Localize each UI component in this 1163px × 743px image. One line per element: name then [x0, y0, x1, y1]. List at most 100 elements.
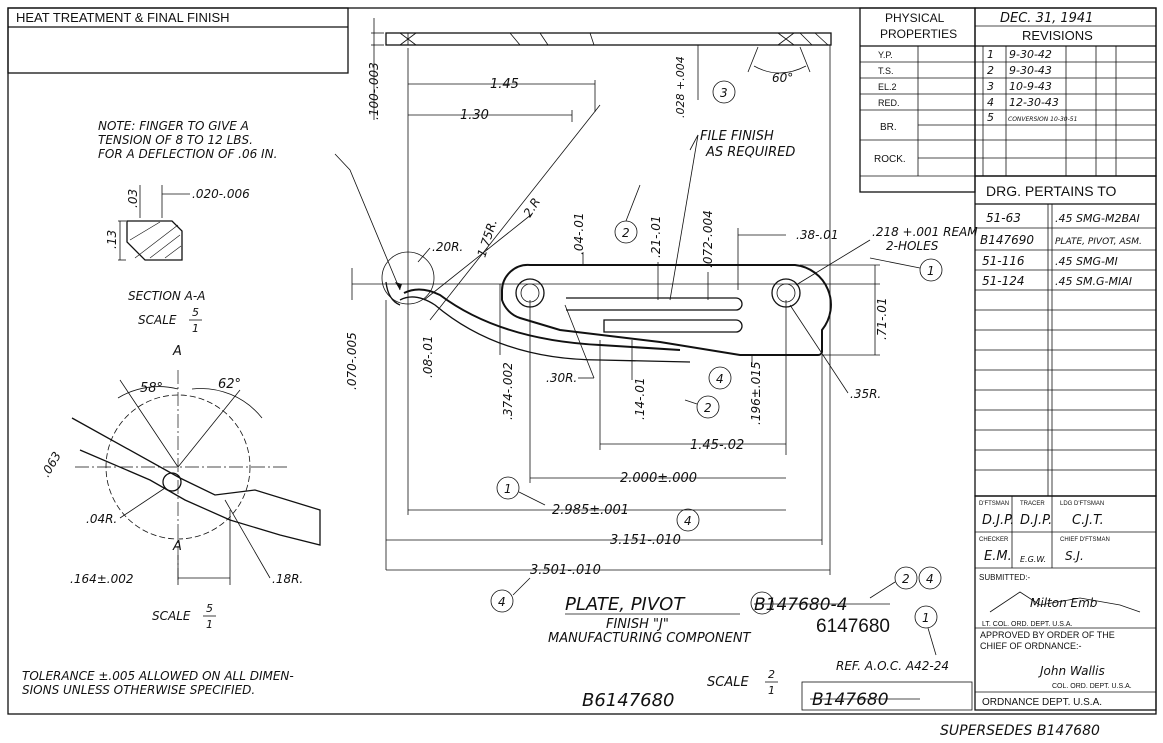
sig-submitted-label: SUBMITTED:- [979, 573, 1030, 582]
radius-2: 2.R [521, 195, 543, 219]
callout-circle [496, 476, 520, 500]
sig-tracer-label: TRACER [1020, 501, 1045, 507]
drg-3: 51-116 [982, 254, 1025, 268]
part-name: PLATE, PIVOT [565, 594, 686, 615]
top-view-hole-mark [399, 32, 417, 46]
drg-table: DRG. PERTAINS TO 51-63 .45 SMG-M2BAI B14… [974, 175, 1157, 497]
sig-ldg: C.J.T. [1072, 513, 1104, 528]
angle-line [799, 46, 811, 73]
signature-block: D'FTSMAN TRACER LDG D'FTSMAN D.J.P. D.J.… [974, 495, 1157, 711]
callout-4d: 4 [926, 572, 934, 586]
callout-leader [869, 581, 896, 599]
sig-approved: John Wallis [1038, 664, 1105, 678]
ream-leader [795, 239, 871, 286]
dim-38: .38-.01 [796, 228, 839, 242]
radius-20-leader [417, 247, 431, 263]
finger-tip-circle [381, 251, 435, 305]
dim-08: .08-.01 [421, 336, 435, 379]
callout-circle [919, 258, 943, 282]
sig-approved-2: CHIEF OF ORDNANCE:- [980, 641, 1082, 651]
drg-4: 51-124 [982, 274, 1025, 288]
dim-04: .04-.01 [572, 213, 586, 256]
scale-num: 2 [768, 668, 775, 681]
dim-21: .21-.01 [649, 216, 663, 259]
dim-2000: 2.000±.000 [620, 471, 697, 486]
dim-028: .028 +.004 [674, 56, 687, 118]
sig-approved-title: COL. ORD. DEPT. U.S.A. [1052, 683, 1132, 690]
detail-angle-line [119, 379, 179, 468]
callout-circle [712, 80, 736, 104]
dim-3501: 3.501-.010 [530, 563, 601, 578]
rev-date-2: 9-30-43 [1009, 64, 1052, 77]
drg-item-1: .45 SMG-M2BAI [1055, 212, 1140, 225]
callout-circle [676, 508, 700, 532]
file-finish-line-1: FILE FINISH [700, 129, 774, 144]
drg-item-2: PLATE, PIVOT, ASM. [1055, 237, 1142, 247]
ream-line-1: .218 +.001 REAM [872, 225, 978, 239]
callout-circle [894, 566, 918, 590]
section-hatch [129, 221, 161, 241]
section-dim-020: .020-.006 [192, 187, 250, 201]
callout-2c: 2 [902, 572, 910, 586]
rev-date-3: 10-9-43 [1009, 80, 1052, 93]
sig-chief: S.J. [1065, 549, 1084, 563]
ref-note: REF. A.O.C. A42-24 [836, 659, 949, 673]
main-top-view: .100-.003 .028 +.004 60° [367, 18, 832, 120]
sig-tracer: D.J.P. [1020, 513, 1052, 528]
callout-circle [490, 589, 514, 613]
main-plate [352, 104, 880, 363]
note-line-3: FOR A DEFLECTION OF .06 IN. [98, 147, 277, 161]
detail-view: 58° 62° .063 .04R. A A .164±.002 .18R. S… [38, 344, 321, 631]
file-finish-callout: FILE FINISH AS REQUIRED [669, 129, 795, 301]
radius-line-2r [429, 104, 601, 321]
plate-outline [501, 263, 832, 356]
radius-30-leader [564, 304, 595, 379]
detail-label-a-top: A [172, 344, 182, 359]
dim-374: .374-.002 [501, 362, 515, 420]
finger-spring [403, 288, 681, 351]
note-line-1: NOTE: FINGER TO GIVE A [98, 119, 249, 133]
rev-num-3: 3 [987, 80, 994, 93]
dim-71: .71-.01 [875, 298, 889, 341]
file-finish-leader [689, 134, 699, 151]
slot-lower [603, 319, 743, 333]
dim-3151: 3.151-.010 [610, 533, 681, 548]
prop-red: RED. [878, 98, 900, 108]
heat-treatment-title: HEAT TREATMENT & FINAL FINISH [16, 10, 230, 25]
section-dim-03: .03 [126, 189, 140, 208]
note-leader [334, 153, 401, 291]
callout-leader [684, 399, 698, 405]
radius-30: .30R. [546, 371, 577, 385]
main-upper-dims: 1.45 1.30 [407, 48, 596, 320]
section-scale-word: SCALE [138, 313, 177, 327]
callout-leader [625, 184, 641, 222]
rev-date-1: 9-30-42 [1009, 48, 1052, 61]
sig-checker-2: E.G.W. [1020, 555, 1046, 564]
sig-draftsman: D.J.P. [982, 513, 1014, 528]
section-hatch [164, 245, 182, 259]
sig-draftsman-label: D'FTSMAN [979, 501, 1009, 507]
properties-header-1: PHYSICAL [885, 11, 945, 25]
detail-finger-profile [71, 417, 321, 546]
callout-circle [914, 605, 938, 629]
sig-checker: E.M. [984, 549, 1012, 564]
sig-checker-label: CHECKER [979, 537, 1009, 543]
callout-1a: 1 [927, 264, 935, 278]
note-line-2: TENSION OF 8 TO 12 LBS. [98, 133, 253, 147]
drg-2: B147690 [980, 233, 1034, 247]
part-number: 6147680 [816, 616, 890, 637]
callout-circle [696, 395, 720, 419]
top-view-hole-mark [777, 32, 795, 46]
detail-radius-04: .04R. [86, 512, 117, 526]
dim-145-bottom: 1.45-.02 [690, 438, 744, 453]
ream-hole-right-inner [776, 283, 796, 303]
drawing-number: B6147680 [582, 690, 675, 711]
sig-ldg-label: LDG D'FTSMAN [1060, 501, 1104, 507]
old-box-number: B147680 [812, 690, 889, 710]
callout-4b: 4 [684, 514, 692, 528]
rev-num-4: 4 [987, 96, 994, 109]
old-box [801, 681, 973, 711]
section-dim-13: .13 [105, 230, 119, 249]
detail-radius18-leader [224, 499, 271, 579]
